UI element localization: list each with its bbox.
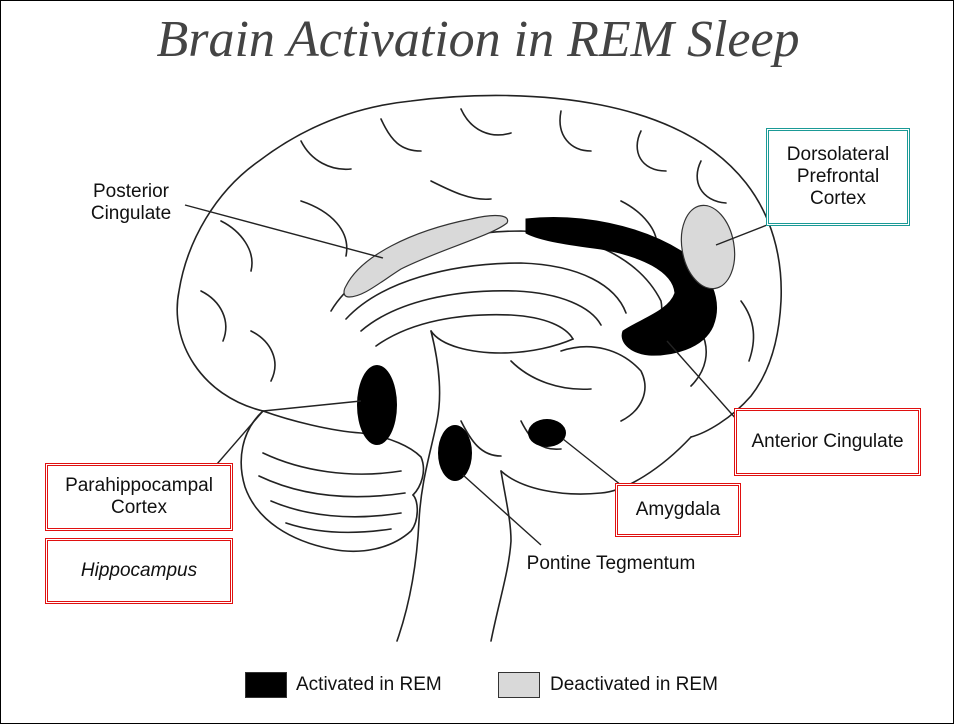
parahippocampal-region bbox=[357, 365, 397, 445]
temporal-lobe-outline bbox=[263, 411, 423, 495]
label-amygdala-box: Amygdala bbox=[615, 483, 741, 537]
label-dlpfc-box: Dorsolateral Prefrontal Cortex bbox=[766, 128, 910, 226]
legend-deactivated-label: Deactivated in REM bbox=[550, 674, 718, 696]
label-amygdala: Amygdala bbox=[636, 499, 721, 521]
label-hippocampus: Hippocampus bbox=[81, 560, 197, 582]
legend-activated-swatch bbox=[245, 672, 287, 698]
label-dlpfc: Dorsolateral Prefrontal Cortex bbox=[787, 144, 889, 210]
legend-activated-label: Activated in REM bbox=[296, 674, 442, 696]
label-anterior-cingulate-box: Anterior Cingulate bbox=[734, 408, 921, 476]
pontine-tegmentum-region bbox=[438, 425, 472, 481]
legend-deactivated-swatch bbox=[498, 672, 540, 698]
label-parahippocampal-box: Parahippocampal Cortex bbox=[45, 463, 233, 531]
label-posterior-cingulate: Posterior Cingulate bbox=[71, 181, 191, 225]
label-pontine-tegmentum: Pontine Tegmentum bbox=[511, 553, 711, 575]
label-parahippocampal: Parahippocampal Cortex bbox=[65, 475, 213, 519]
posterior-cingulate-region bbox=[344, 216, 508, 297]
amygdala-region bbox=[528, 419, 566, 447]
label-anterior-cingulate: Anterior Cingulate bbox=[751, 431, 903, 453]
label-hippocampus-box: Hippocampus bbox=[45, 538, 233, 604]
brainstem-outline bbox=[397, 331, 439, 641]
